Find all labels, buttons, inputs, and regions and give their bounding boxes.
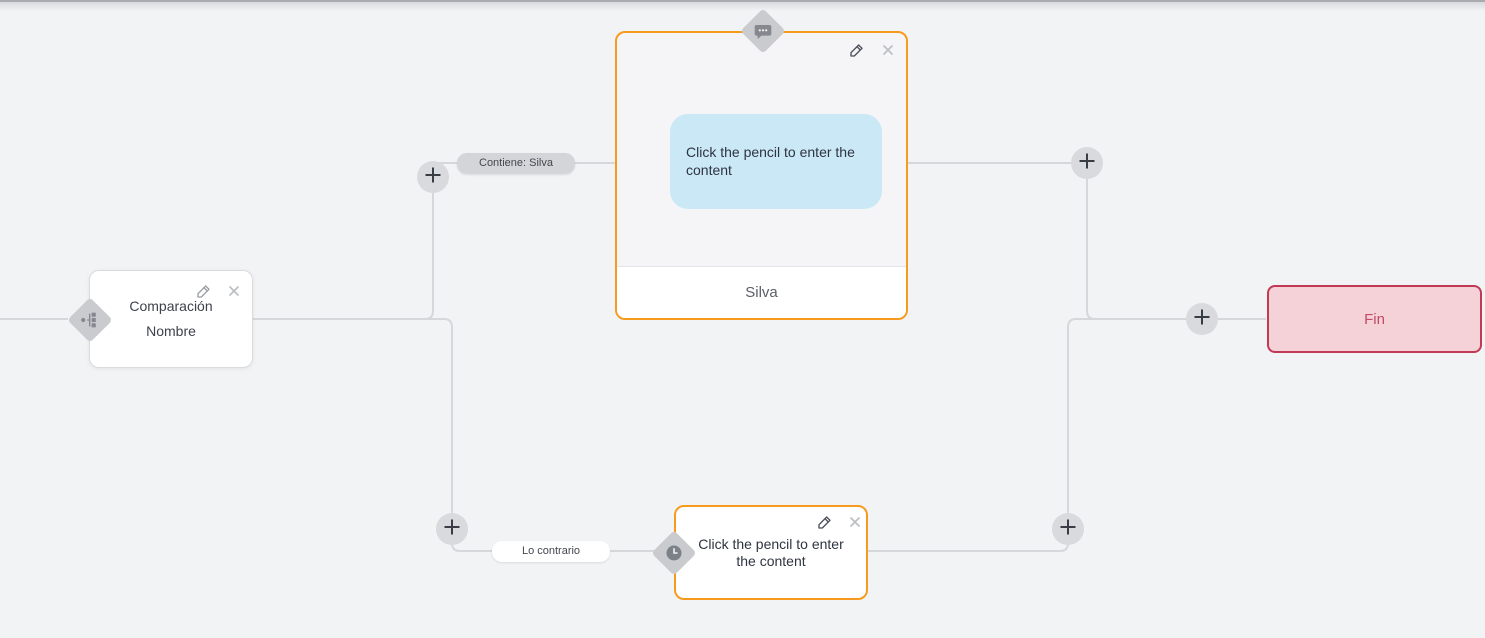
pencil-icon — [849, 44, 865, 62]
message-node-badge — [740, 8, 786, 54]
branch-label-otherwise[interactable]: Lo contrario — [492, 541, 610, 562]
condition-title-line2: Nombre — [146, 323, 196, 339]
add-node-button-top-right[interactable] — [1071, 147, 1103, 179]
edit-node-button[interactable] — [849, 42, 865, 58]
plus-icon — [424, 166, 442, 189]
branch-label-contains[interactable]: Contiene: Silva — [457, 153, 575, 174]
condition-title-line1: Comparación — [129, 298, 213, 314]
close-icon — [847, 517, 863, 534]
delete-node-button[interactable] — [226, 283, 242, 299]
add-node-button-bottom-left[interactable] — [436, 513, 468, 545]
plus-icon — [1193, 308, 1211, 331]
end-node-label: Fin — [1364, 310, 1385, 328]
message-bubble-text: Click the pencil to enter the content — [686, 144, 855, 178]
action-placeholder-text: Click the pencil to enter the content — [698, 535, 844, 569]
chat-bubble-icon — [753, 21, 773, 41]
end-node[interactable]: Fin — [1267, 285, 1482, 353]
condition-node[interactable]: Comparación Nombre — [67, 270, 253, 368]
condition-node-badge — [67, 297, 113, 343]
sitemap-icon — [80, 310, 100, 330]
toolbar-edge-divider — [0, 0, 1485, 2]
edit-node-button[interactable] — [817, 514, 833, 530]
add-node-button-bottom-right[interactable] — [1052, 513, 1084, 545]
plus-icon — [1078, 152, 1096, 175]
action-node-badge — [651, 530, 697, 576]
delete-node-button[interactable] — [847, 514, 863, 530]
message-node-footer: Silva — [617, 266, 906, 318]
clock-icon — [664, 543, 684, 563]
wire-condition-to-action — [253, 318, 654, 552]
add-node-button-top-left[interactable] — [417, 161, 449, 193]
close-icon — [880, 45, 896, 62]
pencil-icon — [817, 516, 833, 534]
toolbar-shadow — [0, 2, 1485, 11]
edit-node-button[interactable] — [196, 283, 212, 299]
add-node-button-before-end[interactable] — [1186, 303, 1218, 335]
close-icon — [226, 286, 242, 303]
delete-node-button[interactable] — [880, 42, 896, 58]
message-bubble: Click the pencil to enter the content — [670, 114, 882, 209]
message-node[interactable]: Click the pencil to enter the content Si… — [615, 8, 908, 320]
plus-icon — [443, 518, 461, 541]
wire-action-to-end — [867, 318, 1266, 552]
action-node[interactable]: Click the pencil to enter the content — [651, 505, 868, 600]
plus-icon — [1059, 518, 1077, 541]
wire-message-to-end — [907, 162, 1266, 320]
pencil-icon — [196, 285, 212, 303]
message-footer-label: Silva — [745, 284, 778, 301]
